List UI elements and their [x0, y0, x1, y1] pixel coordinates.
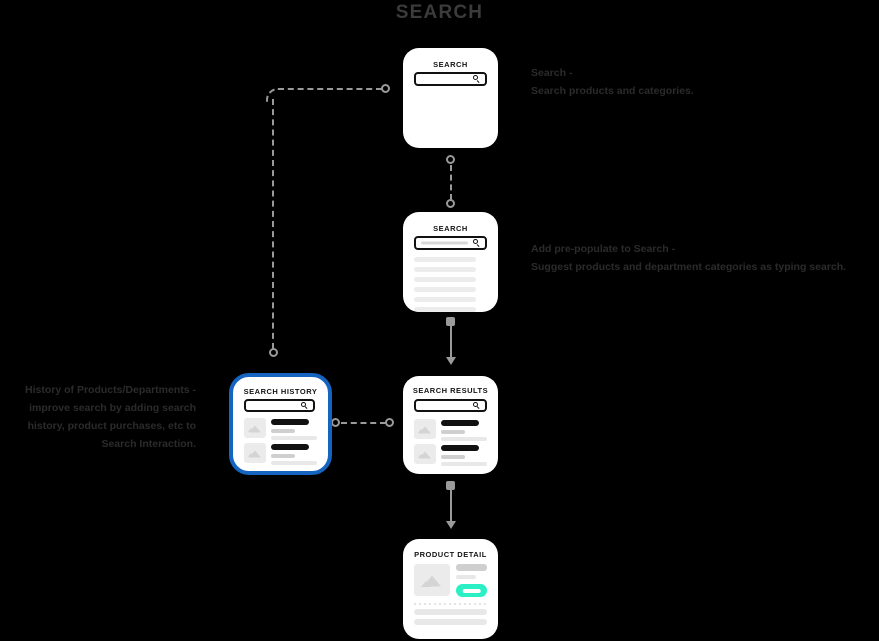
- product-description-line: [414, 609, 487, 615]
- connector-node-circle: [446, 199, 455, 208]
- annotation-line: Search Interaction.: [101, 438, 196, 450]
- magnifier-icon: [301, 401, 309, 410]
- result-title: [271, 444, 309, 450]
- product-image-icon: [414, 564, 450, 596]
- result-meta: [271, 436, 317, 440]
- result-subtitle: [441, 430, 465, 434]
- result-thumbnail-icon: [244, 443, 266, 463]
- card-title: SEARCH: [433, 60, 468, 69]
- screen-card-search-typeahead[interactable]: SEARCH: [403, 212, 498, 312]
- suggestion-item[interactable]: [414, 297, 476, 302]
- result-meta: [271, 461, 317, 465]
- screen-card-search-history[interactable]: SEARCH HISTORY: [229, 373, 332, 475]
- connector-dash-horizontal: [341, 422, 386, 424]
- suggestion-item[interactable]: [414, 287, 476, 292]
- search-input[interactable]: [244, 399, 315, 412]
- connector-line: [450, 489, 452, 522]
- search-input[interactable]: [414, 236, 487, 250]
- search-input[interactable]: [414, 72, 487, 86]
- magnifier-icon: [473, 75, 481, 83]
- annotation-line: Add pre-populate to Search -: [531, 243, 676, 255]
- result-subtitle: [441, 455, 465, 459]
- result-meta: [441, 462, 487, 466]
- connector-elbow: [266, 88, 280, 102]
- product-price: [456, 575, 476, 579]
- connector-arrowhead-icon: [446, 521, 456, 529]
- connector-node-circle: [269, 348, 278, 357]
- annotation-prepopulate: Add pre-populate to Search - Suggest pro…: [531, 240, 846, 276]
- suggestion-item[interactable]: [414, 277, 476, 282]
- suggestion-item[interactable]: [414, 267, 476, 272]
- result-thumbnail-icon: [414, 444, 436, 464]
- card-title: PRODUCT DETAIL: [414, 550, 487, 559]
- connector-node-circle: [331, 418, 340, 427]
- connector-node-square: [446, 317, 455, 326]
- connector-dash-horizontal: [278, 88, 382, 90]
- screen-card-search[interactable]: SEARCH: [403, 48, 498, 148]
- annotation-line: Search products and categories.: [531, 85, 694, 97]
- connector-node-circle: [385, 418, 394, 427]
- connector-node-circle: [381, 84, 390, 93]
- result-title: [441, 420, 479, 426]
- product-description-line: [414, 619, 487, 625]
- card-title: SEARCH RESULTS: [412, 386, 489, 395]
- card-title: SEARCH: [433, 224, 468, 233]
- screen-card-product-detail[interactable]: PRODUCT DETAIL: [403, 539, 498, 639]
- annotation-line: Search -: [531, 67, 573, 79]
- search-input[interactable]: [414, 399, 487, 412]
- result-meta: [441, 437, 487, 441]
- connector-dash-vertical: [272, 99, 274, 349]
- connector-node-square: [446, 481, 455, 490]
- result-subtitle: [271, 454, 295, 458]
- card-title: SEARCH HISTORY: [243, 387, 318, 396]
- magnifier-icon: [473, 239, 481, 247]
- annotation-line: History of Products/Departments -: [25, 384, 196, 396]
- result-thumbnail-icon: [414, 419, 436, 439]
- connector-line: [450, 325, 452, 358]
- annotation-search: Search - Search products and categories.: [531, 64, 694, 100]
- annotation-line: Suggest products and department categori…: [531, 261, 847, 273]
- add-to-cart-button[interactable]: [456, 584, 487, 597]
- product-title: [456, 564, 487, 571]
- suggestion-item[interactable]: [414, 257, 476, 262]
- divider: [414, 603, 487, 605]
- search-input-value: [421, 241, 468, 245]
- connector-dash-vertical: [450, 165, 452, 200]
- connector-arrowhead-icon: [446, 357, 456, 365]
- result-title: [271, 419, 309, 425]
- annotation-line: history, product purchases, etc to: [27, 420, 196, 432]
- magnifier-icon: [473, 401, 481, 410]
- connector-node-circle: [446, 155, 455, 164]
- annotation-line: improve search by adding search: [29, 402, 196, 414]
- suggestion-item[interactable]: [414, 307, 476, 312]
- result-title: [441, 445, 479, 451]
- screen-card-search-results[interactable]: SEARCH RESULTS: [403, 376, 498, 474]
- annotation-history: History of Products/Departments - improv…: [0, 381, 196, 453]
- result-thumbnail-icon: [244, 418, 266, 438]
- result-subtitle: [271, 429, 295, 433]
- page-title: SEARCH: [395, 2, 484, 23]
